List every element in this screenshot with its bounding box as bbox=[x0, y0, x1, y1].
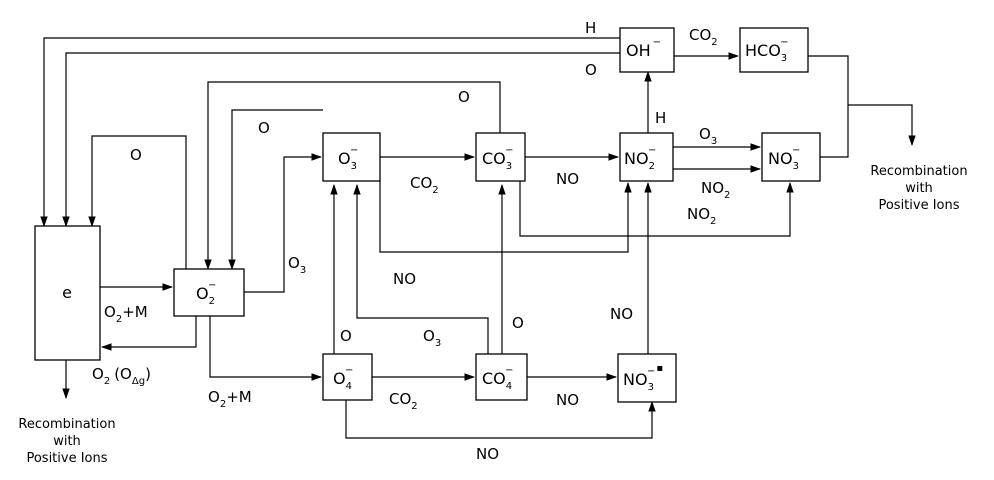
label-co2-o3-co3: CO2 bbox=[410, 174, 439, 196]
svg-text:NO3−▪: NO3−▪ bbox=[623, 363, 663, 393]
label-o2-plus-m-b: O2+M bbox=[208, 388, 252, 410]
node-no3-star: NO3−▪ bbox=[617, 353, 677, 403]
svg-text:Positive Ions: Positive Ions bbox=[878, 198, 959, 213]
node-no3-minus: NO3− bbox=[761, 132, 821, 182]
svg-text:with: with bbox=[905, 181, 933, 196]
label-no2-b: NO2 bbox=[687, 205, 716, 227]
edge-o2-o3 bbox=[244, 153, 323, 293]
label-o-co4-co3: O bbox=[512, 314, 524, 332]
svg-text:HCO3−: HCO3− bbox=[745, 37, 789, 64]
svg-text:NO2−: NO2− bbox=[624, 145, 656, 172]
label-co2-o4-co4: CO2 bbox=[389, 390, 418, 412]
label-no-co4-no3s: NO bbox=[556, 391, 579, 409]
label-o2-delta-g: O2(OΔg) bbox=[92, 365, 151, 387]
svg-text:O3−: O3− bbox=[338, 145, 358, 172]
label-o3-o2-o3: O3 bbox=[288, 254, 306, 276]
edge-oh-e-h bbox=[40, 37, 620, 228]
label-o-o4-o3: O bbox=[340, 327, 352, 345]
edge-co4-o3 bbox=[353, 183, 489, 354]
edge-o3-no2-no bbox=[379, 181, 632, 253]
label-h-mid: H bbox=[655, 109, 666, 127]
recombination-note-right: Recombination with Positive Ions bbox=[870, 164, 967, 213]
edge-recomb bbox=[848, 104, 916, 147]
svg-text:OH−: OH− bbox=[626, 37, 661, 60]
edge-labels: H O CO2 O O O H O3 CO2 NO NO2 NO2 O3 NO … bbox=[92, 19, 730, 463]
edge-o3-o2-o bbox=[228, 109, 323, 271]
label-o-left2: O bbox=[130, 146, 142, 164]
label-o-left1: O bbox=[258, 119, 270, 137]
label-o2-plus-m-a: O2+M bbox=[104, 303, 148, 325]
svg-text:Positive Ions: Positive Ions bbox=[26, 451, 107, 466]
svg-text:CO3−: CO3− bbox=[482, 145, 514, 172]
node-no2-minus: NO2− bbox=[619, 132, 674, 182]
node-e: e bbox=[34, 225, 101, 361]
svg-text:e: e bbox=[62, 283, 72, 302]
label-h-top: H bbox=[585, 19, 596, 37]
node-o2-minus: O2− bbox=[173, 268, 245, 317]
node-o3-minus: O3− bbox=[322, 132, 381, 182]
label-no-co3-no2: NO bbox=[556, 170, 579, 188]
svg-text:with: with bbox=[53, 434, 81, 449]
label-no-no3s-no2: NO bbox=[610, 305, 633, 323]
label-o3-no2-no3: O3 bbox=[699, 125, 717, 147]
edge-hco3-recomb bbox=[808, 55, 849, 158]
edge-o2-e-od bbox=[100, 316, 197, 351]
reaction-edges bbox=[40, 37, 916, 439]
label-o3-co4-o3: O3 bbox=[423, 327, 441, 349]
label-no2-a: NO2 bbox=[701, 179, 730, 201]
label-no-o3-no2: NO bbox=[393, 270, 416, 288]
edge-oh-e-o bbox=[62, 52, 620, 228]
node-hco3-minus: HCO3− bbox=[739, 27, 809, 73]
recombination-note-left: Recombination with Positive Ions bbox=[18, 417, 115, 466]
svg-text:NO3−: NO3− bbox=[768, 145, 800, 172]
svg-text:Recombination: Recombination bbox=[870, 164, 967, 179]
node-co3-minus: CO3− bbox=[475, 132, 526, 182]
svg-text:O4−: O4− bbox=[333, 365, 353, 392]
edge-co3-no3 bbox=[519, 181, 794, 237]
edge-o2-o4 bbox=[209, 316, 323, 381]
edge-o4-no3s bbox=[345, 400, 656, 439]
label-o-mid: O bbox=[458, 88, 470, 106]
edge-o2-e-o bbox=[88, 135, 187, 269]
node-o4-minus: O4− bbox=[322, 353, 373, 401]
label-o-top: O bbox=[585, 61, 597, 79]
svg-text:O2−: O2− bbox=[196, 280, 216, 307]
svg-text:CO4−: CO4− bbox=[482, 365, 514, 392]
node-oh-minus: OH− bbox=[619, 27, 675, 73]
label-co2-top: CO2 bbox=[689, 26, 718, 48]
edge-co3-o2-o bbox=[204, 81, 501, 271]
label-no-o4-no3s: NO bbox=[476, 445, 499, 463]
node-co4-minus: CO4− bbox=[475, 353, 528, 401]
svg-text:Recombination: Recombination bbox=[18, 417, 115, 432]
